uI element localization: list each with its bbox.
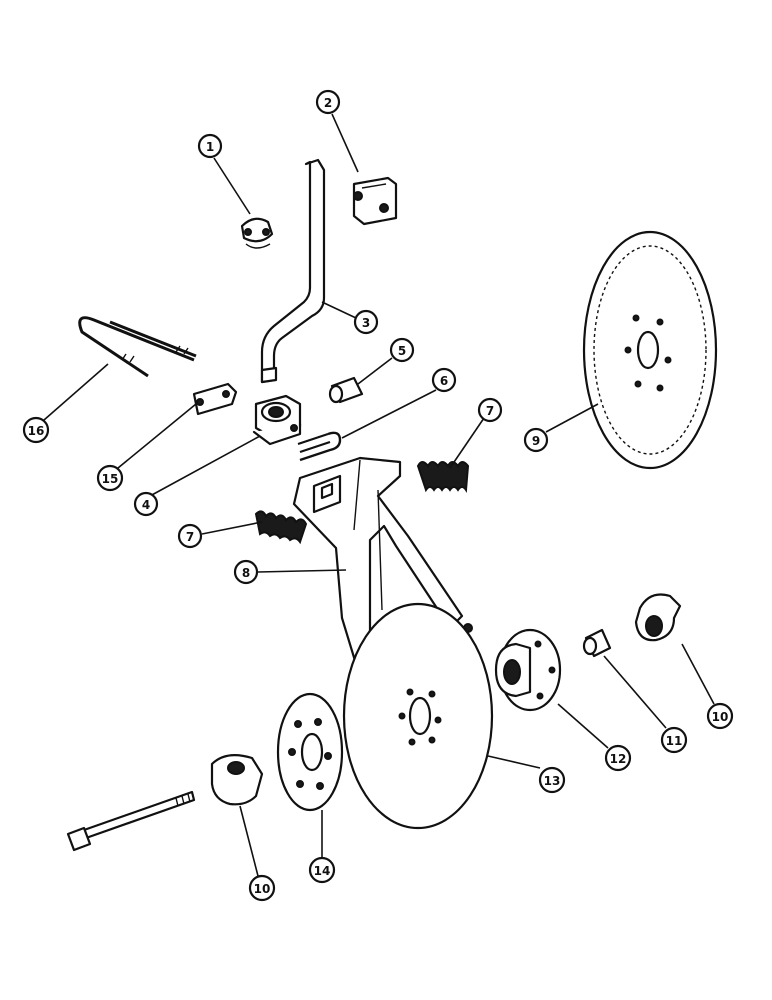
callout-13: 13 — [538, 766, 566, 794]
callout-7a: 7 — [477, 397, 503, 423]
callout-7b: 7 — [177, 523, 203, 549]
part-spacer — [582, 628, 612, 658]
part-notched-disc — [582, 230, 718, 470]
part-long-bolt — [66, 790, 196, 852]
leader-16 — [43, 363, 109, 421]
leader-3 — [321, 301, 357, 319]
callout-10b: 10 — [248, 874, 276, 902]
callout-6: 6 — [431, 367, 457, 393]
callout-12: 12 — [604, 744, 632, 772]
callout-15-label: 15 — [102, 472, 119, 486]
callout-1: 1 — [197, 133, 223, 159]
part-clamp-block — [252, 394, 302, 446]
callout-4: 4 — [133, 491, 159, 517]
callout-3: 3 — [353, 309, 379, 335]
callout-16-label: 16 — [28, 424, 45, 438]
callout-2: 2 — [315, 89, 341, 115]
part-clamp-small — [240, 217, 274, 249]
callout-1-label: 1 — [206, 140, 214, 154]
part-bushing — [328, 376, 364, 404]
part-clamp-half — [192, 382, 238, 416]
callout-5: 5 — [389, 337, 415, 363]
callout-12-label: 12 — [610, 752, 627, 766]
callout-5-label: 5 — [398, 344, 406, 358]
leader-7a — [449, 417, 485, 469]
callout-3-label: 3 — [362, 316, 370, 330]
part-u-bolt-large — [78, 316, 197, 378]
callout-10b-label: 10 — [254, 882, 271, 896]
leader-lines — [43, 113, 715, 877]
leader-9 — [545, 403, 599, 433]
callout-9: 9 — [523, 427, 549, 453]
leader-1 — [213, 157, 251, 215]
callout-10a-label: 10 — [712, 710, 729, 724]
part-u-bolt-small — [297, 431, 342, 462]
leader-13 — [487, 755, 541, 769]
callout-10a: 10 — [706, 702, 734, 730]
leader-7b — [201, 521, 263, 535]
callout-11: 11 — [660, 726, 688, 754]
leader-15 — [117, 403, 197, 469]
leader-2 — [331, 113, 359, 173]
leader-4 — [149, 435, 261, 497]
callout-15: 15 — [96, 464, 124, 492]
callout-6-label: 6 — [440, 374, 448, 388]
part-hub-cap-right — [634, 593, 682, 642]
callout-4-label: 4 — [142, 498, 150, 512]
callout-8: 8 — [233, 559, 259, 585]
callout-7a-label: 7 — [486, 404, 494, 418]
callout-11-label: 11 — [666, 734, 683, 748]
leader-8 — [257, 569, 347, 573]
leader-6 — [341, 389, 437, 439]
part-shank — [260, 158, 326, 384]
part-spring-lower — [254, 510, 308, 545]
callout-9-label: 9 — [532, 434, 540, 448]
callout-13-label: 13 — [544, 774, 561, 788]
leader-12 — [557, 703, 609, 749]
callout-14-label: 14 — [314, 864, 331, 878]
part-plain-disc — [342, 602, 494, 830]
leader-5 — [357, 357, 393, 385]
leader-10a — [681, 643, 715, 705]
part-hub-flange — [494, 628, 562, 712]
part-bracket-plate — [352, 176, 398, 226]
part-washer-plate — [276, 692, 344, 812]
callout-8-label: 8 — [242, 566, 250, 580]
callout-2-label: 2 — [324, 96, 332, 110]
callout-16: 16 — [22, 416, 50, 444]
part-hub-cap-left — [210, 753, 264, 806]
callout-14: 14 — [308, 856, 336, 884]
callout-7b-label: 7 — [186, 530, 194, 544]
part-spring-upper — [416, 461, 470, 493]
leader-10b — [239, 805, 259, 877]
leader-11 — [603, 655, 667, 729]
